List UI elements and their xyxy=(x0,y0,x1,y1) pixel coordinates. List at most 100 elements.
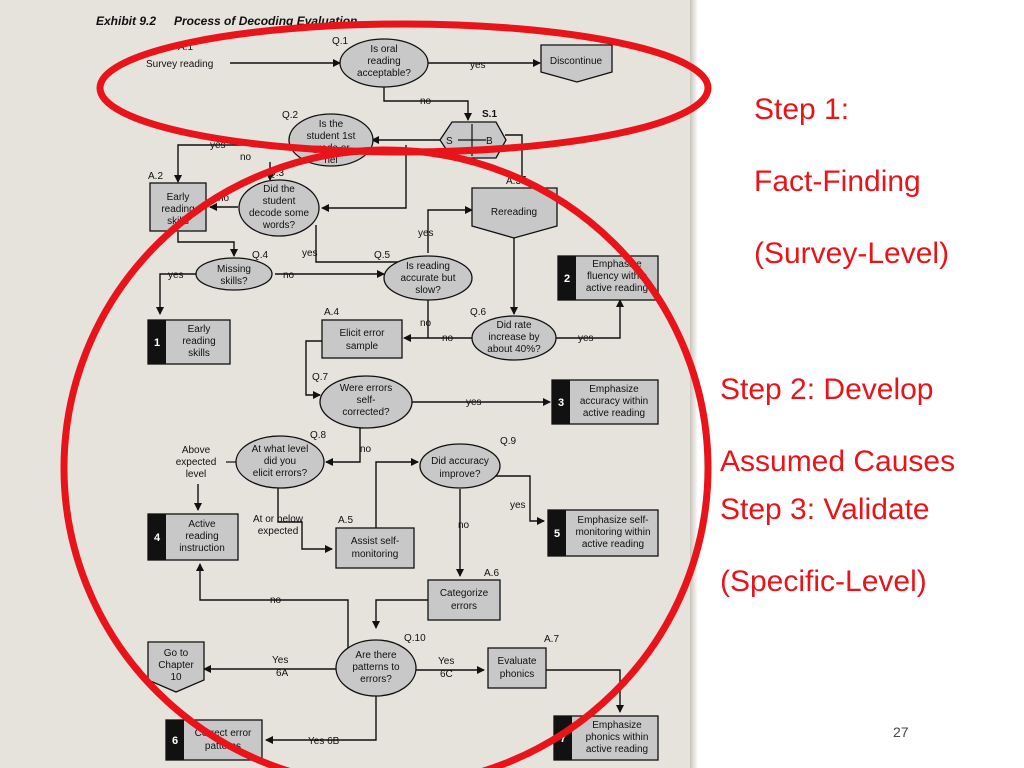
outcome-5-number: 5 xyxy=(554,528,560,540)
a7-node xyxy=(487,647,547,689)
q1-decision-node xyxy=(339,38,429,88)
outcome-2-line3: active reading xyxy=(586,283,648,294)
label-q5-no: no xyxy=(420,318,432,329)
q7-line2: self- xyxy=(357,395,376,406)
outcome-7-line1: Emphasize xyxy=(592,720,642,731)
outcome-7-line2: phonics within xyxy=(586,732,649,743)
q7-line1: Were errors xyxy=(340,383,393,394)
a1-text: Survey reading xyxy=(146,59,213,70)
step1-label: Step 1: xyxy=(754,93,850,126)
label-q7-yes: yes xyxy=(466,397,482,408)
edge-q3-yes xyxy=(315,225,398,263)
discontinue-text: Discontinue xyxy=(550,56,603,67)
outcome-6-badge xyxy=(166,720,184,760)
q7-id: Q.7 xyxy=(312,372,329,383)
q3-line2: student xyxy=(263,196,296,207)
q9-decision-node xyxy=(419,443,501,489)
chapter-10-line1: Go to xyxy=(164,648,189,659)
above-line3: level xyxy=(186,469,207,480)
q2-line4: hel xyxy=(324,155,337,166)
step1-subtitle: (Survey-Level) xyxy=(754,237,950,270)
edge-q4-o1 xyxy=(156,273,196,315)
edge-q7-q8 xyxy=(325,428,361,466)
outcome-1-line3: skills xyxy=(188,348,210,359)
label-q4-no: no xyxy=(283,270,295,281)
label-q7-no: no xyxy=(360,444,372,455)
edge-q8-a5 xyxy=(277,484,333,553)
label-q1-no: no xyxy=(420,96,432,107)
q2-line1: Is the xyxy=(319,119,344,130)
a5-node xyxy=(335,527,415,569)
a5-line2: monitoring xyxy=(352,549,399,560)
a4-line1: Elicit error xyxy=(339,328,385,339)
label-yes6c-1: Yes xyxy=(438,656,454,667)
label-q5-yes: yes xyxy=(418,228,434,239)
q10-decision-node xyxy=(335,639,417,697)
a7-line2: phonics xyxy=(500,669,534,680)
a3-text: Rereading xyxy=(491,207,537,218)
a2-id: A.2 xyxy=(148,171,163,182)
step2-line1: Step 2: Develop xyxy=(720,373,934,406)
q1-id: Q.1 xyxy=(332,36,349,47)
q4-line1: Missing xyxy=(217,264,251,275)
q6-line2: increase by xyxy=(488,332,539,343)
a6-line1: Categorize xyxy=(440,588,489,599)
edge-a7-o7 xyxy=(546,669,624,713)
step1-annotation: Step 1: Fact-Finding (Survey-Level) xyxy=(754,56,949,308)
q8-line3: elicit errors? xyxy=(253,468,308,479)
q9-line2: improve? xyxy=(439,469,481,480)
q10-line3: errors? xyxy=(360,674,392,685)
q7-decision-node xyxy=(319,375,413,429)
edge-s1-a3 xyxy=(505,134,526,184)
edge-a2-q4 xyxy=(177,232,238,257)
outcome-7-line3: active reading xyxy=(586,744,648,755)
step3-annotation: Step 3: Validate (Specific-Level) xyxy=(720,456,930,636)
label-q6-yes: yes xyxy=(578,333,594,344)
q6-id: Q.6 xyxy=(470,307,487,318)
label-q6-no: no xyxy=(442,333,454,344)
a2-line1: Early xyxy=(167,192,190,203)
q5-id: Q.5 xyxy=(374,250,391,261)
label-q2-no: no xyxy=(240,152,252,163)
s1-s: S xyxy=(446,136,453,147)
exhibit-number: Exhibit 9.2 xyxy=(96,14,156,28)
a6-id: A.6 xyxy=(484,568,499,579)
edge-a5-q9 xyxy=(375,458,419,530)
outcome-4-line3: instruction xyxy=(179,543,225,554)
label-q9-yes: yes xyxy=(510,500,526,511)
q8-id: Q.8 xyxy=(310,430,327,441)
edge-q10-o6 xyxy=(265,694,377,744)
a2-line2: reading xyxy=(161,204,194,215)
q4-id: Q.4 xyxy=(252,250,269,261)
q4-decision-node xyxy=(195,257,273,291)
a6-line2: errors xyxy=(451,601,477,612)
outcome-4-number: 4 xyxy=(154,532,161,544)
outcome-6-line2: patterns xyxy=(205,741,241,752)
label-q1-yes: yes xyxy=(470,60,486,71)
step2-line2: Assumed Causes xyxy=(720,445,956,478)
label-q10-no: no xyxy=(270,595,282,606)
above-line1: Above xyxy=(182,445,211,456)
outcome-5-line3: active reading xyxy=(582,539,644,550)
q3-decision-node xyxy=(238,179,320,237)
outcome-2-line2: fluency within xyxy=(587,271,647,282)
outcome-1-badge xyxy=(148,320,166,364)
q9-id: Q.9 xyxy=(500,436,517,447)
q5-decision-node xyxy=(383,255,473,301)
outcome-4-line1: Active xyxy=(188,519,216,530)
q8-line1: At what level xyxy=(252,444,309,455)
q7-line3: corrected? xyxy=(342,407,390,418)
a4-id: A.4 xyxy=(324,307,339,318)
outcome-5-node xyxy=(547,509,659,557)
label-yes6c-2: 6C xyxy=(440,669,453,680)
step2-annotation: Step 2: Develop Assumed Causes xyxy=(720,336,955,516)
a3-id: A.3 xyxy=(506,176,521,187)
edge-q10-o4 xyxy=(196,563,349,650)
edge-q9-o5 xyxy=(494,475,545,525)
chapter-10-line3: 10 xyxy=(170,672,182,683)
outcome-1-number: 1 xyxy=(154,337,160,349)
q10-id: Q.10 xyxy=(404,633,426,644)
outcome-5-badge xyxy=(548,510,566,556)
